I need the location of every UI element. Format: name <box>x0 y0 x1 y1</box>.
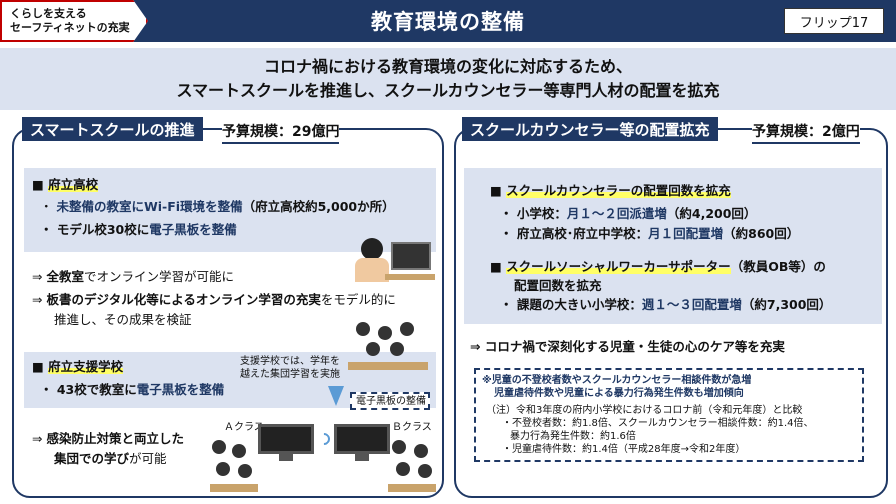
lead-line-2: スマートスクールを推進し、スクールカウンセラー等専門人材の配置を拡充 <box>176 81 720 100</box>
lead-banner: コロナ禍における教育環境の変化に対応するため、 スマートスクールを推進し、スクー… <box>0 48 896 110</box>
smart-school-heading: スマートスクールの推進 <box>22 117 203 141</box>
support-caption-1: 支援学校では、学年を <box>240 356 340 367</box>
smart-school-budget: 予算規模：29億円 <box>222 121 340 144</box>
counselor-result: ⇒ コロナ禍で深刻化する児童・生徒の心のケア等を充実 <box>470 339 785 354</box>
monitor-a <box>258 424 314 461</box>
support-school-line: ・ 43校で教室に電子黒板を整備 <box>40 382 225 397</box>
ssw-title-cont: 配置回数を拡充 <box>514 278 602 293</box>
pref-high-line-2: ・ モデル校30校に電子黒板を整備 <box>40 222 237 237</box>
result-digital-board: ⇒ 板書のデジタル化等によるオンライン学習の充実をモデル的に <box>32 292 396 307</box>
result-digital-board-cont: 推進し、その成果を検証 <box>54 312 192 327</box>
title-bar <box>0 0 896 42</box>
ssw-title: ■ スクールソーシャルワーカーサポーター（教員OB等）の <box>490 259 826 274</box>
page-title: 教育環境の整備 <box>371 10 525 34</box>
pref-high-line-1: ・ 未整備の教室にWi-Fi環境を整備（府立高校約5,000か所） <box>40 199 395 214</box>
result-online-learning: ⇒ 全教室でオンライン学習が可能に <box>32 269 234 284</box>
badge-line-2: セーフティネットの充実 <box>10 21 130 34</box>
board-label: 電子黒板の整備 <box>356 396 426 407</box>
support-caption-2: 越えた集団学習を実施 <box>240 369 340 380</box>
badge-line-1: くらしを支える <box>10 7 87 20</box>
bullet-icon: ■ <box>32 177 44 192</box>
board-label-box <box>350 392 430 410</box>
teacher-illustration <box>355 238 435 284</box>
sc-line-1: ・ 小学校：月１～２回派遣増（約4,200回） <box>500 206 757 221</box>
counselor-budget: 予算規模：2億円 <box>752 121 860 144</box>
result-group-learning: ⇒ 感染防止対策と両立した <box>32 431 184 446</box>
support-school-title: ■ 府立支援学校 <box>32 359 124 374</box>
result-group-learning-cont: 集団での学びが可能 <box>54 451 167 466</box>
students-illustration-a <box>210 440 258 492</box>
down-arrow-icon <box>328 386 344 406</box>
pref-high-title: ■ 府立高校 <box>32 177 99 192</box>
note-line-2: 児童虐待件数や児童による暴力行為発生件数も増加傾向 <box>494 388 744 399</box>
sc-line-2: ・ 府立高校･府立中学校：月１回配置増（約860回） <box>500 226 800 241</box>
students-illustration-b <box>388 440 436 492</box>
class-b-label: Ｂクラス <box>392 422 432 433</box>
note-line-4: ・不登校者数：約1.8倍、スクールカウンセラー相談件数：約1.4倍、 <box>502 418 814 429</box>
ssw-line-1: ・ 課題の大きい小学校：週１～３回配置増（約7,300回） <box>500 297 832 312</box>
category-badge: くらしを支える セーフティネットの充実 <box>0 0 148 42</box>
sc-title: ■ スクールカウンセラーの配置回数を拡充 <box>490 183 731 198</box>
bullet-icon: ■ <box>490 183 502 198</box>
note-line-6: ・児童虐待件数：約1.4倍（平成28年度→令和2年度） <box>502 444 746 455</box>
bullet-icon: ■ <box>32 359 44 374</box>
flip-number: フリップ17 <box>784 8 884 34</box>
monitor-b <box>334 424 390 461</box>
note-line-3: （注）令和3年度の府内小学校におけるコロナ前（令和元年度）と比較 <box>486 405 803 416</box>
note-line-5: 暴力行為発生件数：約1.6倍 <box>510 431 636 442</box>
statistics-note-box <box>474 368 864 462</box>
lead-line-1: コロナ禍における教育環境の変化に対応するため、 <box>263 57 632 76</box>
counselor-heading: スクールカウンセラー等の配置拡充 <box>462 117 718 141</box>
note-line-1: ※児童の不登校者数やスクールカウンセラー相談件数が急増 <box>482 375 752 386</box>
group-learning-illustration <box>348 322 428 372</box>
class-a-label: Ａクラス <box>224 422 264 433</box>
bullet-icon: ■ <box>490 259 502 274</box>
